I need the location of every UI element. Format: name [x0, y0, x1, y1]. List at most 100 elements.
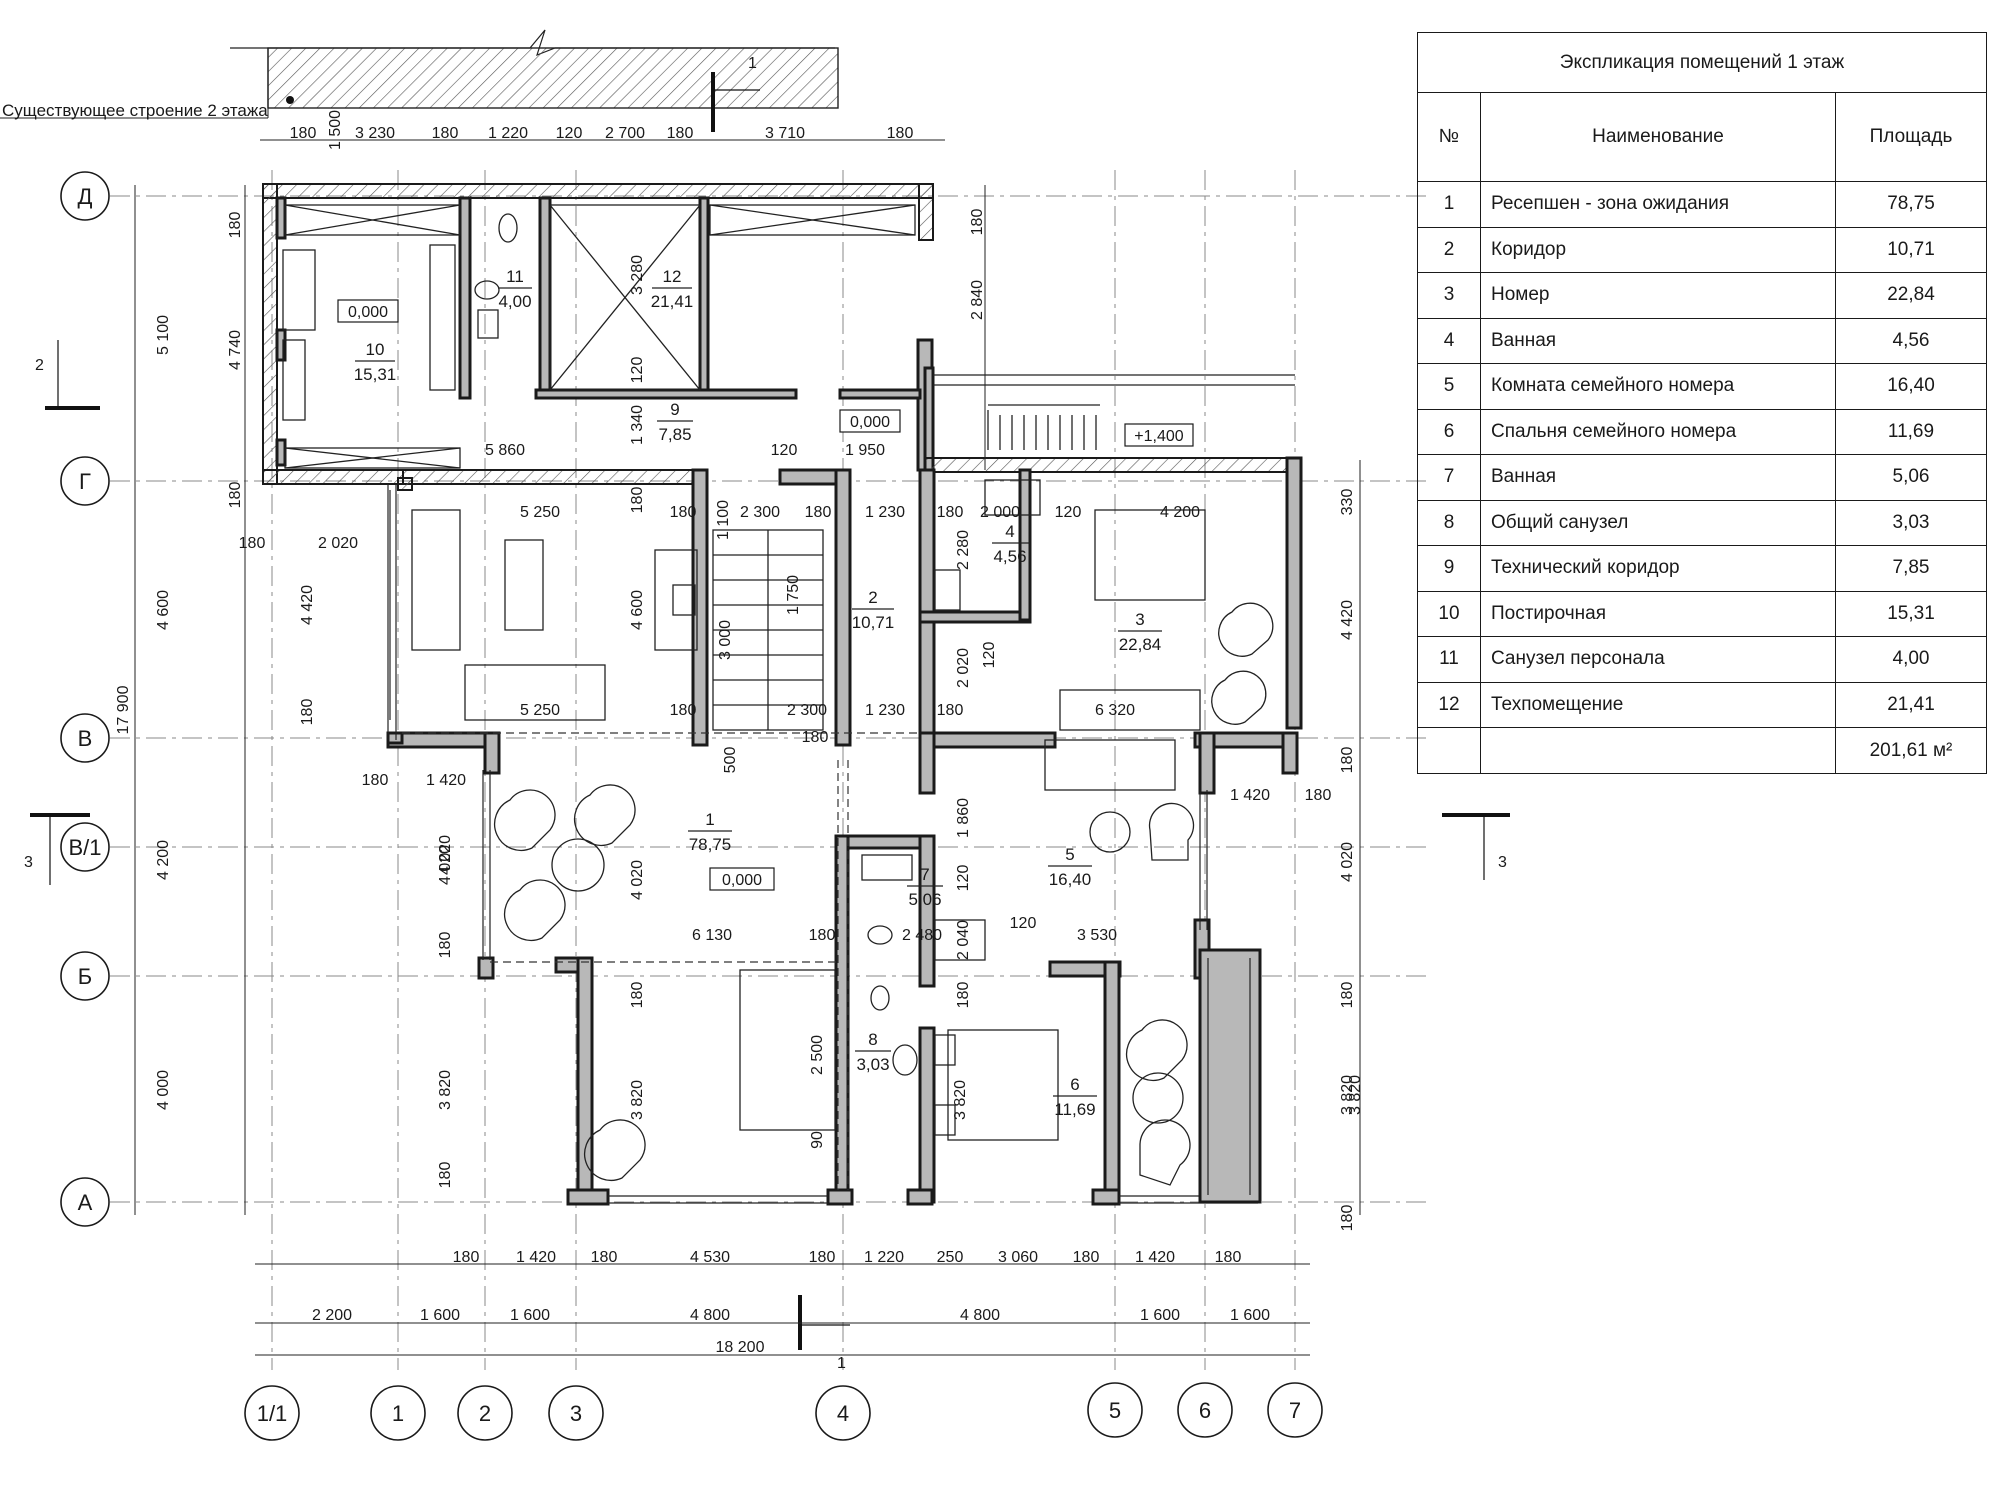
dim-left-outer: 4 000 [155, 1070, 172, 1110]
dim-left-misc: 180 [362, 772, 389, 789]
dim-interior: 180 [809, 927, 836, 944]
svg-text:22,84: 22,84 [1119, 635, 1162, 654]
dim-bottom: 180 [591, 1249, 618, 1266]
axis-row-G: Г [79, 469, 91, 494]
dim-interior: 4 600 [629, 590, 646, 630]
svg-text:3,03: 3,03 [856, 1055, 889, 1074]
dimensions-left: 5 100 4 600 4 200 4 000 17 900 180 4 740… [115, 212, 466, 1189]
dim-left-inner: 3 820 [437, 1070, 454, 1110]
room-label-1: 178,75 [688, 810, 732, 854]
svg-text:10,71: 10,71 [852, 613, 895, 632]
dim-interior: 180 [629, 487, 646, 514]
dim-top: 180 [290, 125, 317, 142]
dim-bottom: 250 [937, 1249, 964, 1266]
dim-top: 3 710 [765, 125, 805, 142]
room-label-6: 611,69 [1053, 1075, 1097, 1119]
dim-bottom-2: 4 800 [690, 1307, 730, 1324]
axis-row-B: Б [78, 964, 92, 989]
dim-interior: 1 230 [865, 504, 905, 521]
dim-bottom: 1 420 [516, 1249, 556, 1266]
dim-interior: 2 000 [980, 504, 1020, 521]
svg-text:5: 5 [1065, 845, 1074, 864]
svg-text:11: 11 [506, 267, 524, 286]
room-label-3: 322,84 [1118, 610, 1162, 654]
dim-left-inner: 4 020 [437, 835, 454, 875]
dim-right: 180 [969, 209, 986, 236]
dim-interior: 180 [1305, 787, 1332, 804]
dim-right: 330 [1339, 489, 1356, 516]
axis-col-5: 5 [1109, 1398, 1121, 1423]
dim-top: 180 [887, 125, 914, 142]
dim-interior: 3 000 [717, 620, 734, 660]
section-mark-1-top: 1 [748, 55, 757, 72]
dim-interior: 4 020 [629, 860, 646, 900]
axis-col-6: 6 [1199, 1398, 1211, 1423]
svg-text:21,41: 21,41 [651, 292, 694, 311]
dim-bottom-2: 4 800 [960, 1307, 1000, 1324]
room-label-7: 75,06 [907, 865, 943, 909]
dim-bottom: 4 530 [690, 1249, 730, 1266]
dim-interior: 180 [802, 729, 829, 746]
dim-top: 120 [556, 125, 583, 142]
dim-left-inner: 4 420 [299, 585, 316, 625]
dim-interior: 180 [670, 702, 697, 719]
dim-interior: 6 320 [1095, 702, 1135, 719]
dim-left-inner: 180 [437, 932, 454, 959]
dim-top: 1 220 [488, 125, 528, 142]
dim-left-inner: 180 [227, 482, 244, 509]
total-area: 201,61 м² [1835, 727, 1987, 774]
room-label-8: 83,03 [855, 1030, 891, 1074]
dim-bottom: 180 [809, 1249, 836, 1266]
walls [262, 183, 1303, 1206]
room-label-5: 516,40 [1048, 845, 1092, 889]
svg-text:10: 10 [366, 340, 385, 359]
svg-text:11,69: 11,69 [1054, 1100, 1095, 1119]
level-mark: 0,000 [850, 414, 890, 431]
dim-right: 3 820 [1339, 1075, 1356, 1115]
dim-right: 180 [1339, 747, 1356, 774]
dimensions-top: 180 3 230 180 1 220 120 2 700 180 3 710 … [290, 110, 914, 150]
svg-text:4,00: 4,00 [498, 292, 531, 311]
dim-left-total: 17 900 [115, 685, 132, 734]
dim-bottom: 1 220 [864, 1249, 904, 1266]
axis-row-V: В [78, 726, 93, 751]
dim-interior: 1 420 [1230, 787, 1270, 804]
section-mark-1-bottom: 1 [837, 1355, 846, 1372]
dim-interior: 1 340 [629, 405, 646, 445]
dim-left-outer: 4 600 [155, 590, 172, 630]
dim-interior: 1 750 [785, 575, 802, 615]
dim-left-misc: 1 420 [426, 772, 466, 789]
dim-left-inner: 180 [299, 699, 316, 726]
dim-overall: 18 200 [716, 1339, 765, 1356]
dim-interior: 4 200 [1160, 504, 1200, 521]
dim-interior: 3 820 [629, 1080, 646, 1120]
dim-interior: 180 [629, 982, 646, 1009]
header-name: Наименование [1480, 92, 1836, 182]
dim-right: 180 [1339, 982, 1356, 1009]
axis-col-2: 2 [479, 1401, 491, 1426]
dim-interior: 4 020 [437, 845, 454, 885]
axis-col-1-1: 1/1 [257, 1401, 288, 1426]
room-label-2: 210,71 [852, 588, 895, 632]
table-title: Экспликация помещений 1 этаж [1417, 32, 1987, 93]
svg-text:12: 12 [663, 267, 682, 286]
dimensions-interior: 5 860 120 1 950 5 250 180 1 100 2 300 18… [437, 255, 1364, 1149]
dim-interior: 3 820 [952, 1080, 969, 1120]
dim-bottom: 180 [1073, 1249, 1100, 1266]
dim-left-inner: 180 [437, 1162, 454, 1189]
dim-right: 2 840 [969, 280, 986, 320]
dim-interior: 180 [670, 504, 697, 521]
dimensions-bottom: 180 1 420 180 4 530 180 1 220 250 3 060 … [312, 1249, 1270, 1356]
dim-interior: 2 300 [740, 504, 780, 521]
room-label-12: 12 21,41 [651, 267, 694, 311]
dim-interior: 2 300 [787, 702, 827, 719]
dim-interior: 6 130 [692, 927, 732, 944]
dim-left-misc: 2 020 [318, 535, 358, 552]
dim-left-outer: 4 200 [155, 840, 172, 880]
